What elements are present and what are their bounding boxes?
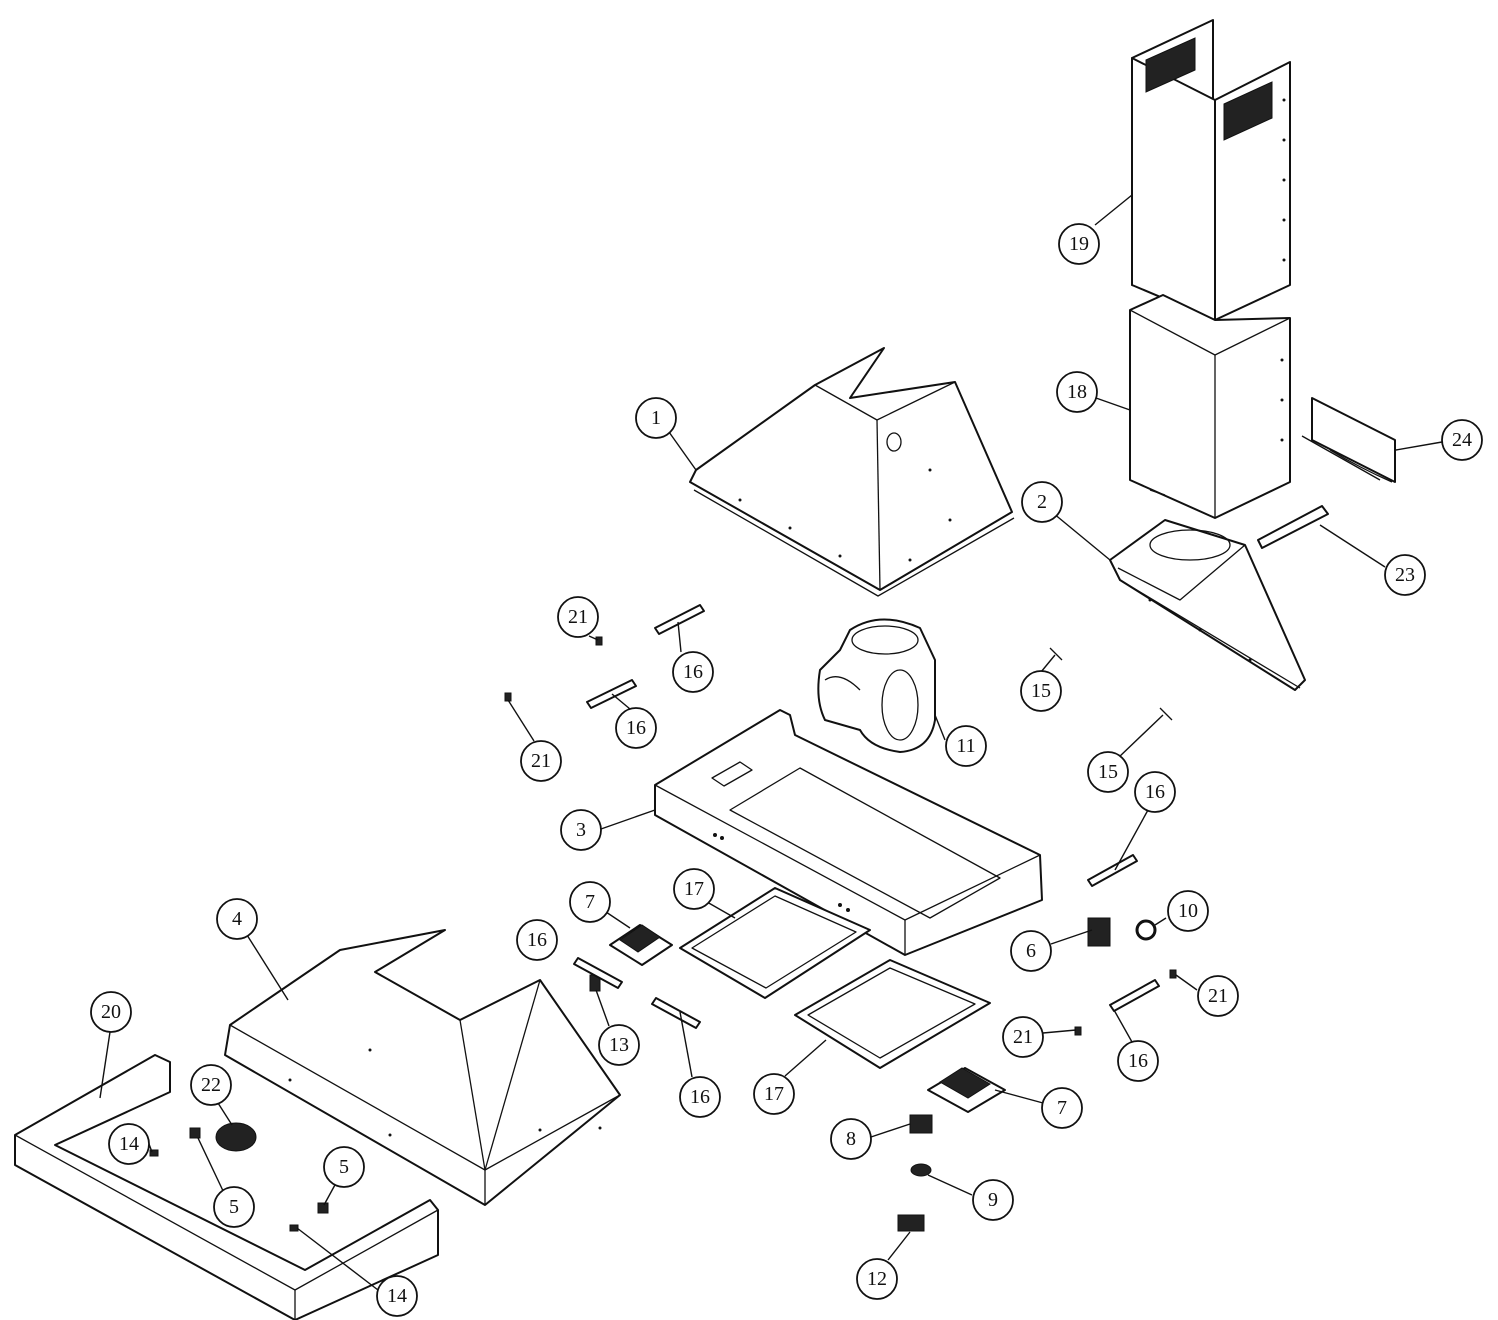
svg-text:17: 17 [684, 878, 704, 900]
callout-12: 12 [856, 1258, 898, 1300]
callout-21b: 21 [520, 740, 562, 782]
svg-text:16: 16 [626, 717, 646, 739]
part-small-components [149, 604, 1177, 1232]
part-blower-motor [817, 618, 936, 753]
callout-21d: 21 [1002, 1016, 1044, 1058]
callout-14b: 14 [376, 1275, 418, 1317]
callout-13: 13 [598, 1024, 640, 1066]
callout-7b: 7 [1041, 1087, 1083, 1129]
callout-6: 6 [1010, 930, 1052, 972]
callout-17a: 17 [673, 868, 715, 910]
svg-text:16: 16 [683, 661, 703, 683]
svg-text:16: 16 [527, 929, 547, 951]
callout-19: 19 [1058, 223, 1100, 265]
part-lower-chimney-cover [1129, 294, 1291, 519]
svg-text:21: 21 [1013, 1026, 1033, 1048]
svg-text:17: 17 [764, 1083, 784, 1105]
part-liner-tray [654, 709, 1043, 956]
svg-text:11: 11 [956, 735, 975, 757]
svg-text:7: 7 [585, 891, 595, 913]
svg-text:16: 16 [1145, 781, 1165, 803]
part-filter-right [794, 959, 991, 1069]
callout-3: 3 [560, 809, 602, 851]
svg-text:23: 23 [1395, 564, 1415, 586]
callout-11: 11 [945, 725, 987, 767]
svg-text:4: 4 [232, 908, 242, 930]
callout-5b: 5 [213, 1186, 255, 1228]
svg-text:18: 18 [1067, 381, 1087, 403]
callout-16b: 16 [615, 707, 657, 749]
callout-21a: 21 [557, 596, 599, 638]
svg-text:5: 5 [229, 1196, 239, 1218]
callout-20: 20 [90, 991, 132, 1033]
svg-text:1: 1 [651, 407, 661, 429]
part-bracket-24 [1301, 397, 1396, 483]
svg-text:12: 12 [867, 1268, 887, 1290]
svg-text:9: 9 [988, 1189, 998, 1211]
svg-text:10: 10 [1178, 900, 1198, 922]
callout-1: 1 [635, 397, 677, 439]
svg-text:20: 20 [101, 1001, 121, 1023]
part-front-frame [14, 1054, 439, 1320]
svg-text:19: 19 [1069, 233, 1089, 255]
svg-text:3: 3 [576, 819, 586, 841]
svg-text:5: 5 [339, 1156, 349, 1178]
svg-text:15: 15 [1098, 761, 1118, 783]
callout-15b: 15 [1087, 751, 1129, 793]
callout-17b: 17 [753, 1073, 795, 1115]
svg-text:22: 22 [201, 1074, 221, 1096]
callout-7a: 7 [569, 881, 611, 923]
svg-text:8: 8 [846, 1128, 856, 1150]
leader-lines [99, 194, 1443, 1291]
svg-text:14: 14 [119, 1133, 139, 1155]
callout-16c: 16 [1134, 771, 1176, 813]
callout-4: 4 [216, 898, 258, 940]
callout-10: 10 [1167, 890, 1209, 932]
svg-text:16: 16 [1128, 1050, 1148, 1072]
callout-8: 8 [830, 1118, 872, 1160]
svg-text:21: 21 [568, 606, 588, 628]
callout-22: 22 [190, 1064, 232, 1106]
callout-21c: 21 [1197, 975, 1239, 1017]
part-logo-badge [215, 1122, 257, 1152]
svg-text:15: 15 [1031, 680, 1051, 702]
svg-text:6: 6 [1026, 940, 1036, 962]
callout-15a: 15 [1020, 670, 1062, 712]
callout-2: 2 [1021, 481, 1063, 523]
part-strip-23 [1257, 505, 1329, 549]
part-duct-collar-plate [1109, 519, 1306, 691]
part-lower-hood-canopy [224, 929, 621, 1206]
part-upper-hood-body [689, 347, 1015, 597]
callout-24: 24 [1441, 419, 1483, 461]
svg-text:7: 7 [1057, 1097, 1067, 1119]
svg-text:21: 21 [1208, 985, 1228, 1007]
svg-text:2: 2 [1037, 491, 1047, 513]
part-upper-chimney-cover [1131, 19, 1291, 321]
callout-5a: 5 [323, 1146, 365, 1188]
callout-23: 23 [1384, 554, 1426, 596]
callout-14a: 14 [108, 1123, 150, 1165]
part-filter-left [679, 887, 871, 999]
callout-16e: 16 [679, 1076, 721, 1118]
callout-9: 9 [972, 1179, 1014, 1221]
callout-18: 18 [1056, 371, 1098, 413]
callout-16a: 16 [672, 651, 714, 693]
svg-text:21: 21 [531, 750, 551, 772]
callout-16f: 16 [1117, 1040, 1159, 1082]
svg-text:24: 24 [1452, 429, 1472, 451]
callout-16d: 16 [516, 919, 558, 961]
svg-text:13: 13 [609, 1034, 629, 1056]
svg-text:14: 14 [387, 1285, 407, 1307]
svg-text:16: 16 [690, 1086, 710, 1108]
